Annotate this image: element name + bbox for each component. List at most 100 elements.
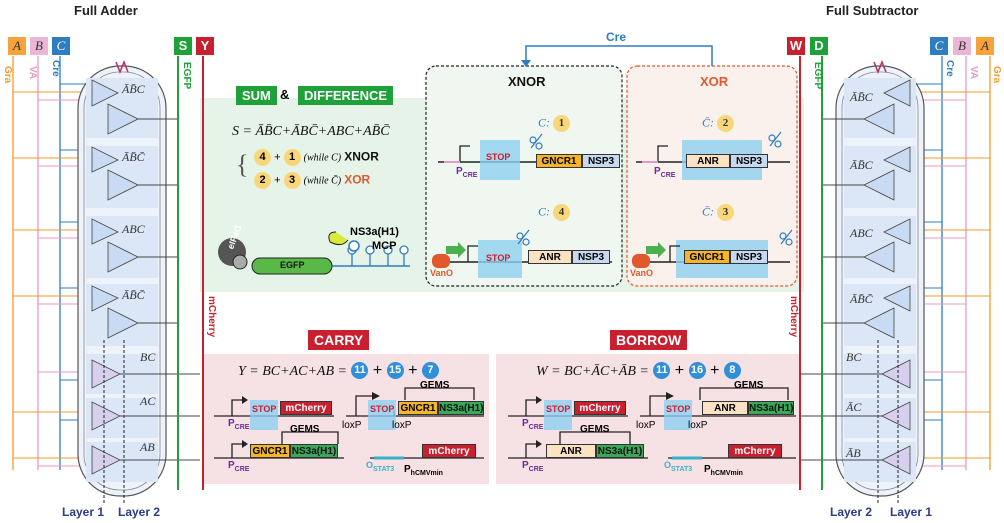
tag-w: W: [787, 37, 805, 55]
sum-pill: SUM: [236, 86, 277, 105]
stop-xnor4: STOP: [486, 253, 511, 263]
mcherry-borrow1: mCherry: [574, 401, 626, 415]
tag-s: S: [174, 37, 192, 55]
pcre-borrow2: PCRE: [522, 460, 544, 473]
anr-borrow1: ANR: [702, 401, 748, 415]
ns3a-borrow2: NS3a(H1): [596, 444, 644, 458]
left-term-6: AC: [140, 394, 156, 408]
nsp3-xor3: NSP3: [730, 250, 768, 264]
right-term-5: BC: [846, 350, 862, 364]
gems-borrow1: GEMS: [734, 380, 764, 391]
mcherry-carry1: mCherry: [280, 401, 332, 415]
right-term-2: ĀB̄C: [850, 158, 873, 172]
pcre-carry2: PCRE: [228, 460, 250, 473]
xor-title: XOR: [700, 74, 729, 89]
cre-top-label: Cre: [606, 30, 627, 44]
stop-carry2: STOP: [370, 404, 395, 414]
ns3a-label: NS3a(H1): [350, 226, 399, 238]
gems-borrow2: GEMS: [580, 424, 610, 435]
right-term-3: ABC: [850, 226, 873, 240]
input-a-right: A: [976, 37, 994, 55]
gncr1-carry2: GNCR1: [250, 444, 290, 458]
pcre-xor2: PCRE: [654, 166, 676, 179]
xnor-title: XNOR: [508, 74, 546, 89]
mcherry-label-left: mCherry: [206, 296, 217, 338]
right-term-7: ĀB: [846, 446, 861, 460]
full-adder-title: Full Adder: [74, 3, 138, 18]
panel-c1: C: 1: [538, 115, 570, 132]
phcmv-carry: PhCMVmin: [404, 464, 443, 477]
stop-borrow2: STOP: [666, 404, 691, 414]
stop-xnor1: STOP: [486, 152, 511, 162]
anr-borrow2: ANR: [546, 444, 596, 458]
loxp-carry1: loxP: [342, 420, 362, 431]
egfp-label-left: EGFP: [181, 62, 192, 90]
layer2-right: Layer 2: [830, 505, 873, 519]
left-term-1: ĀB̄C: [122, 82, 145, 96]
left-term-4: ĀB̄C̄: [122, 288, 145, 302]
gems-carry1: GEMS: [420, 380, 450, 391]
input-a-left: A: [8, 37, 26, 55]
cre-label-left: Cre: [50, 60, 61, 77]
nsp3-xnor1: NSP3: [582, 154, 620, 168]
layer1-right: Layer 1: [890, 505, 933, 519]
loxp-borrow2: loxP: [688, 420, 708, 431]
ns3a-carry1: NS3a(H1): [438, 401, 484, 415]
mcp-label: MCP: [372, 240, 397, 252]
difference-pill: DIFFERENCE: [298, 86, 394, 105]
left-term-2: ĀB̄C̄: [122, 150, 145, 164]
anr-xor2: ANR: [686, 154, 730, 168]
panel-c2: C̄: 2: [702, 115, 734, 132]
gncr1-carry: GNCR1: [398, 401, 438, 415]
panel-c4: C: 4: [538, 204, 570, 221]
xor-line: 2 + 3 (while C̄) XOR: [254, 172, 370, 189]
gncr1-xor3: GNCR1: [684, 250, 730, 264]
xnor-line: 4 + 1 (while C) XNOR: [254, 149, 379, 166]
ns3a-carry2: NS3a(H1): [290, 444, 338, 458]
input-b-left: B: [30, 37, 48, 55]
right-term-1: ĀB̄C: [850, 90, 873, 104]
right-term-6: ĀC: [846, 400, 862, 414]
ostat-carry: OSTAT3: [366, 460, 395, 473]
nsp3-xor2: NSP3: [730, 154, 768, 168]
layer1-left: Layer 1: [62, 505, 105, 519]
sum-formula: S = ĀB̄C+ĀBC̄+ABC+AB̄C̄: [232, 124, 390, 139]
left-term-7: AB: [140, 440, 155, 454]
brace: {: [236, 150, 249, 179]
pcre-carry1: PCRE: [228, 418, 250, 431]
mcherry-label-right: mCherry: [788, 296, 799, 338]
tag-d: D: [810, 37, 828, 55]
nsp3-xnor4: NSP3: [572, 250, 610, 264]
ns3a-borrow1: NS3a(H1): [748, 401, 794, 415]
mcherry-borrow2: mCherry: [728, 444, 782, 458]
borrow-title: BORROW: [610, 330, 688, 350]
stop-borrow1: STOP: [546, 404, 571, 414]
amp-label: &: [280, 87, 290, 102]
carry-formula-row: Y = BC+AC+AB = 11 + 15 + 7: [238, 362, 439, 380]
gra-label-left: Gra: [2, 66, 13, 84]
left-term-5: BC: [140, 350, 156, 364]
borrow-formula-row: W = BC+ĀC+ĀB = 11 + 16 + 8: [536, 362, 741, 380]
stop-carry1: STOP: [252, 404, 277, 414]
va-label-left: VA: [27, 66, 38, 80]
tag-y: Y: [196, 37, 214, 55]
cre-label-right: Cre: [944, 60, 955, 77]
gems-carry2: GEMS: [290, 424, 320, 435]
vano-xnor4: VanO: [430, 268, 454, 278]
pcre-xnor1: PCRE: [456, 166, 478, 179]
ostat-borrow: OSTAT3: [664, 460, 693, 473]
phcmv-borrow: PhCMVmin: [704, 464, 743, 477]
egfp-label-right: EGFP: [812, 62, 823, 90]
pcre-borrow1: PCRE: [522, 418, 544, 431]
carry-title: CARRY: [308, 330, 370, 350]
vano-xor3: VanO: [630, 268, 654, 278]
panel-c3: C̄: 3: [702, 204, 734, 221]
gncr1-xnor1: GNCR1: [536, 154, 582, 168]
full-subtractor-title: Full Subtractor: [826, 3, 919, 18]
loxp-carry2: loxP: [392, 420, 412, 431]
mcherry-carry2: mCherry: [422, 444, 476, 458]
input-b-right: B: [953, 37, 971, 55]
left-term-3: ABC: [122, 222, 145, 236]
va-label-right: VA: [968, 66, 979, 80]
